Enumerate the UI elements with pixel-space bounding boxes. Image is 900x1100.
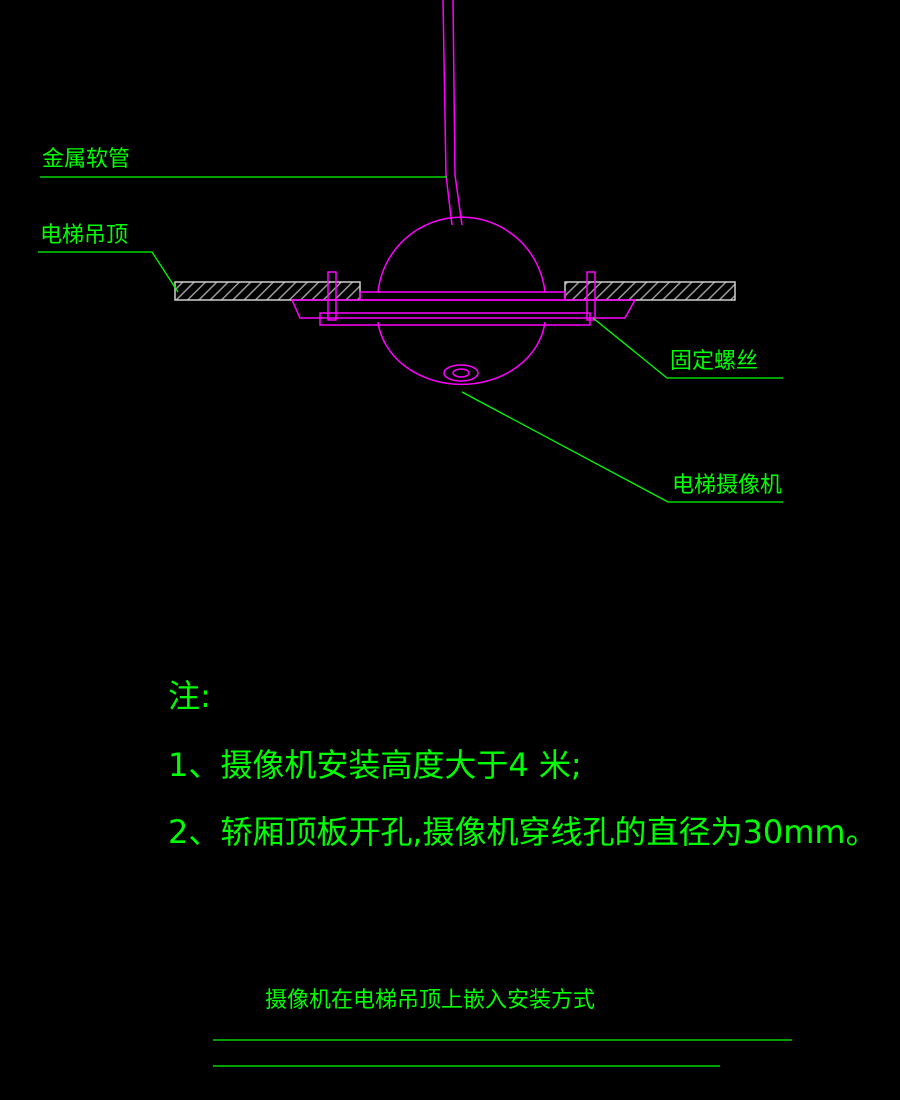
- camera-dome: [290, 216, 637, 386]
- note-line-1: 1、摄像机安装高度大于4 米;: [168, 746, 582, 784]
- leader-lines: [38, 176, 783, 503]
- notes-heading: 注:: [168, 677, 211, 715]
- metal-hose: [442, 0, 463, 226]
- label-fixing-screw: 固定螺丝: [670, 349, 758, 374]
- label-metal-hose: 金属软管: [42, 147, 130, 172]
- ceiling-panel-right: [564, 281, 736, 301]
- drawing-title: 摄像机在电梯吊顶上嵌入安装方式: [265, 988, 595, 1013]
- leader-elevator-ceiling: [38, 251, 179, 293]
- label-elevator-camera: 电梯摄像机: [672, 473, 782, 498]
- camera-lens: [443, 364, 479, 382]
- fixing-screw-left: [327, 271, 337, 321]
- label-elevator-ceiling: 电梯吊顶: [40, 223, 128, 248]
- ceiling-panel-left: [174, 281, 361, 301]
- leader-elevator-camera: [461, 391, 783, 503]
- leader-fixing-screw: [592, 317, 783, 379]
- fixing-screw-right: [586, 271, 596, 321]
- note-line-2: 2、轿厢顶板开孔,摄像机穿线孔的直径为30mm。: [168, 813, 878, 851]
